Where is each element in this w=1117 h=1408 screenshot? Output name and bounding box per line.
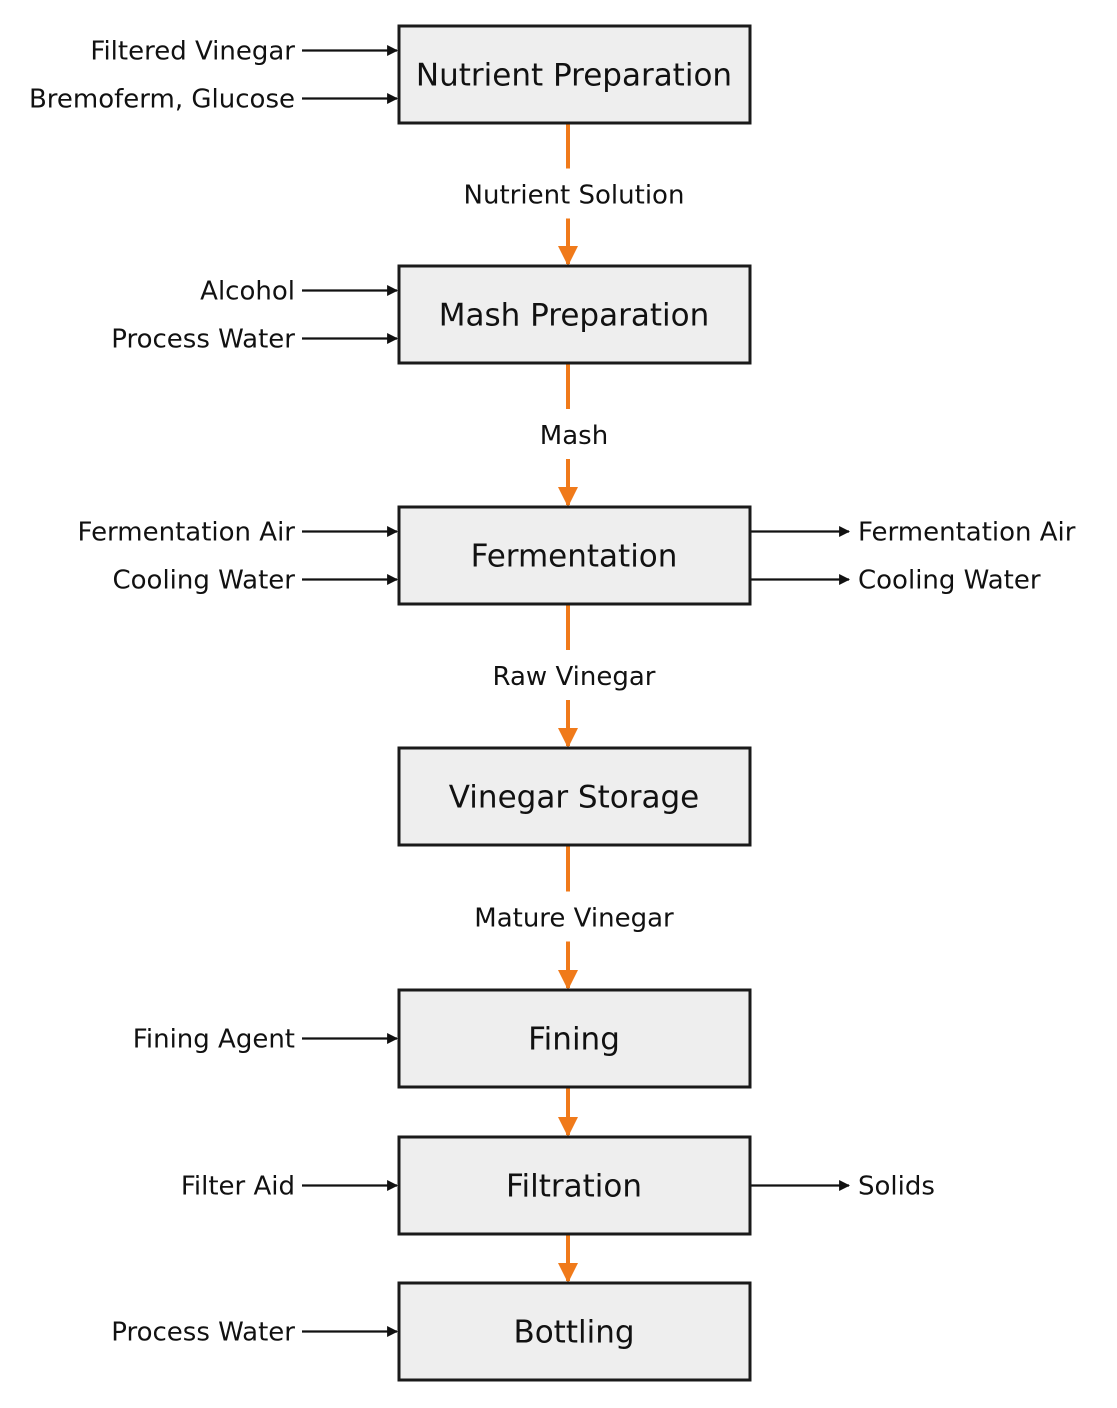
output-cooling-water: Cooling Water <box>750 566 1041 596</box>
process-box-label: Fining <box>528 1022 620 1058</box>
process-box-fining: Fining <box>397 988 752 1089</box>
input-process-water: Process Water <box>111 1318 399 1348</box>
input-process-water: Process Water <box>111 325 399 355</box>
process-box-label: Nutrient Preparation <box>416 58 732 94</box>
process-box-rect <box>397 24 752 125</box>
input-filter-aid: Filter Aid <box>181 1172 399 1202</box>
output-label: Solids <box>858 1172 935 1202</box>
process-box-filtration: Filtration <box>397 1135 752 1236</box>
flow-label: Raw Vinegar <box>493 662 656 692</box>
flow-connector-3: Raw Vinegar <box>493 604 656 748</box>
flow-connector-4: Mature Vinegar <box>474 845 674 990</box>
flow-label: Mature Vinegar <box>474 904 674 934</box>
output-label: Fermentation Air <box>858 518 1076 548</box>
process-box-rect <box>397 264 752 365</box>
process-box-label: Bottling <box>513 1315 634 1351</box>
input-bremoferm-glucose: Bremoferm, Glucose <box>29 85 399 115</box>
input-cooling-water: Cooling Water <box>112 566 399 596</box>
process-box-bottling: Bottling <box>397 1281 752 1382</box>
input-label: Filter Aid <box>181 1172 295 1202</box>
process-box-label: Vinegar Storage <box>449 780 699 816</box>
flow-connector-2: Mash <box>540 363 608 507</box>
process-box-rect <box>397 1135 752 1236</box>
process-box-rect <box>397 746 752 847</box>
output-label: Cooling Water <box>858 566 1041 596</box>
process-box-mash-preparation: Mash Preparation <box>397 264 752 365</box>
input-label: Cooling Water <box>112 566 295 596</box>
input-label: Fermentation Air <box>78 518 296 548</box>
input-label: Bremoferm, Glucose <box>29 85 295 115</box>
process-box-rect <box>397 988 752 1089</box>
input-alcohol: Alcohol <box>200 277 399 307</box>
input-label: Filtered Vinegar <box>90 37 295 67</box>
input-fermentation-air: Fermentation Air <box>78 518 399 548</box>
input-label: Process Water <box>111 325 295 355</box>
flow-label: Nutrient Solution <box>464 181 685 211</box>
process-box-label: Filtration <box>506 1169 642 1205</box>
process-box-label: Fermentation <box>471 539 678 575</box>
input-label: Alcohol <box>200 277 295 307</box>
input-label: Process Water <box>111 1318 295 1348</box>
flow-connector-1: Nutrient Solution <box>464 123 685 266</box>
flow-label: Mash <box>540 421 608 451</box>
process-box-label: Mash Preparation <box>439 298 709 334</box>
process-box-rect <box>397 1281 752 1382</box>
input-label: Fining Agent <box>133 1025 295 1055</box>
process-box-vinegar-storage: Vinegar Storage <box>397 746 752 847</box>
process-box-fermentation: Fermentation <box>397 505 752 606</box>
process-box-nutrient-preparation: Nutrient Preparation <box>397 24 752 125</box>
output-fermentation-air: Fermentation Air <box>750 518 1076 548</box>
output-solids: Solids <box>750 1172 935 1202</box>
input-fining-agent: Fining Agent <box>133 1025 399 1055</box>
input-filtered-vinegar: Filtered Vinegar <box>90 37 399 67</box>
process-box-rect <box>397 505 752 606</box>
